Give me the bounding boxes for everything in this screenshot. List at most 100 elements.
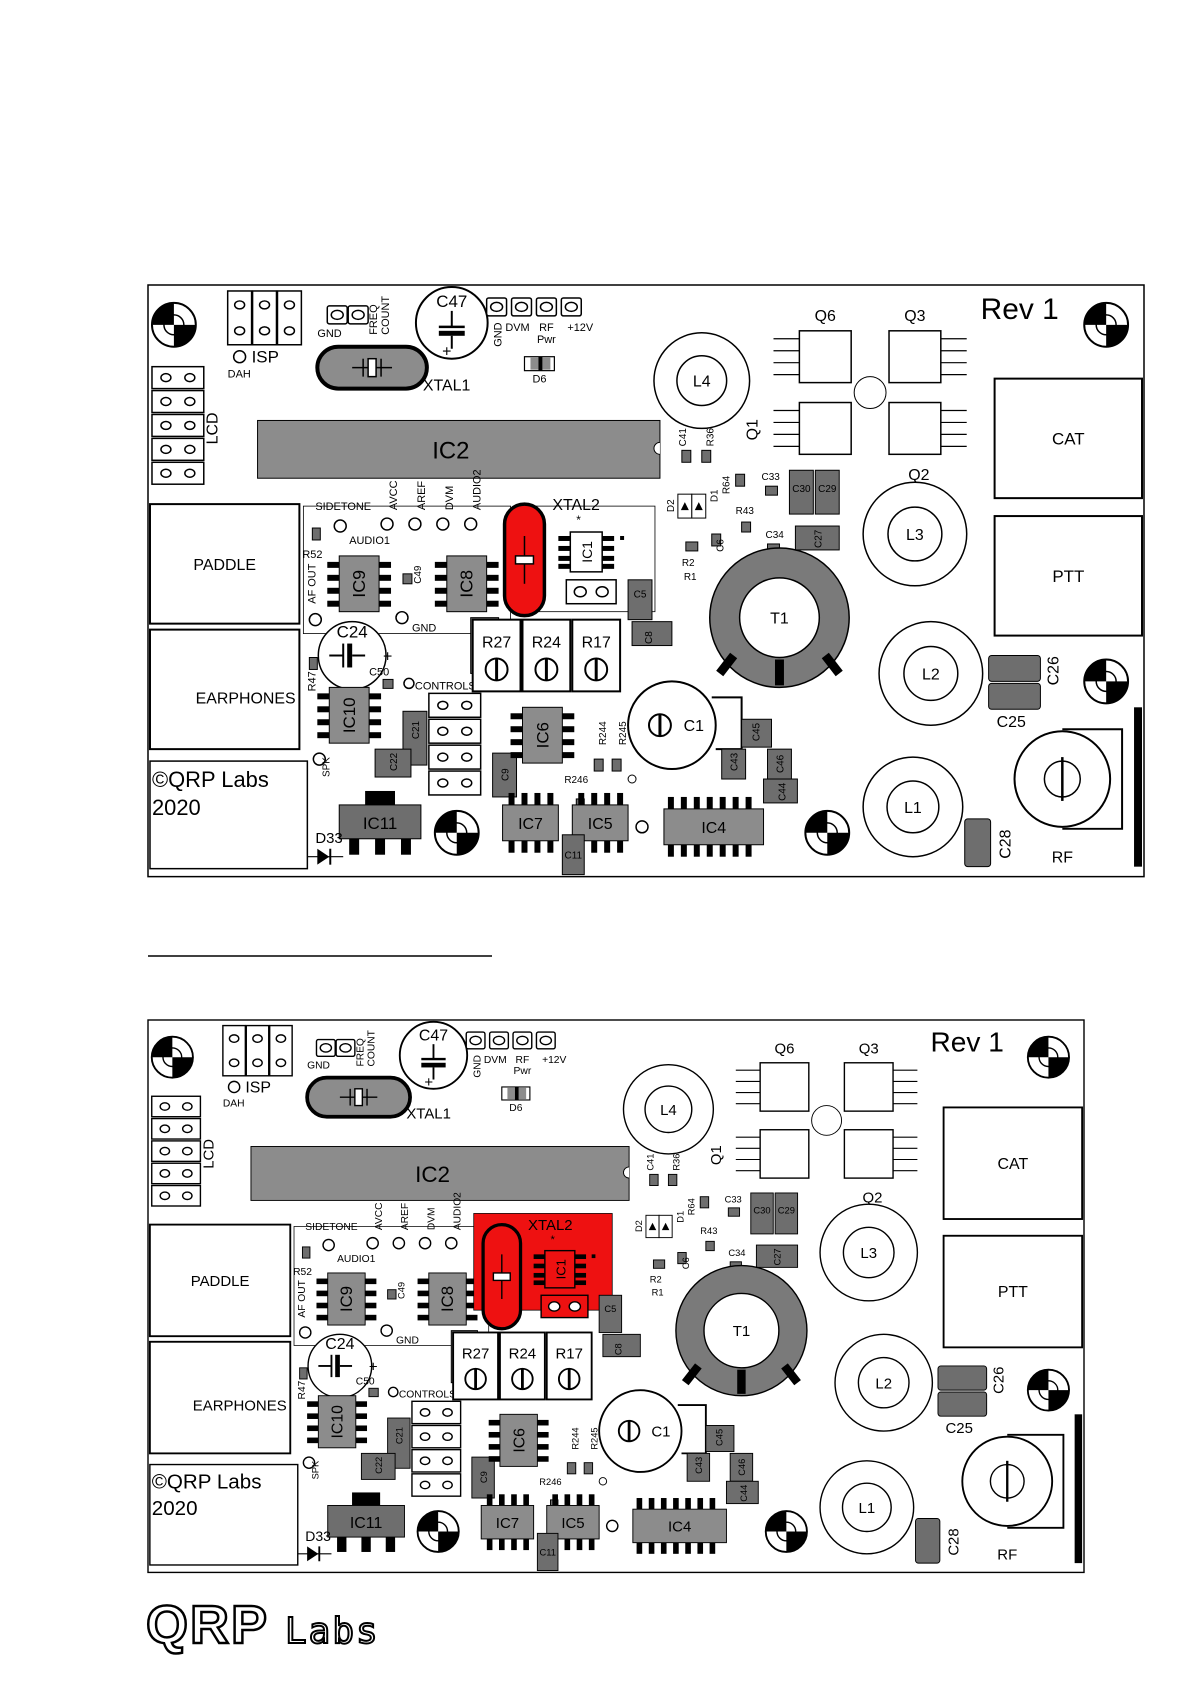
label-controls: CONTROLS [399,1390,456,1401]
label-ic2: IC2 [415,1162,450,1187]
c5-capacitor [598,1294,623,1333]
label-v12: +12V [542,1055,566,1066]
label-c5: C5 [604,1304,616,1314]
label-rf: RF [516,1055,530,1066]
label-audio2: AUDIO2 [453,1192,464,1230]
lcd-header-pin [151,1184,202,1207]
label-xtal1: XTAL1 [423,378,471,395]
label-af-out: AF OUT [297,1279,308,1317]
c9-capacitor [492,752,518,798]
logo-brand: QRP [146,1595,269,1655]
label-ic8: IC8 [457,570,477,598]
mounting-hole [1026,1368,1070,1412]
label-r36: R36 [672,1154,682,1171]
lcd-header-pin [151,1162,202,1185]
label-d2: D2 [634,1220,644,1232]
pad-power-0 [485,297,508,317]
label-c47: C47 [419,1028,448,1045]
c8-capacitor [631,621,673,647]
label-l4: L4 [660,1102,677,1119]
label-r52: R52 [302,549,322,561]
label-ic4: IC4 [668,1519,691,1536]
label-copyright: ©QRP Labs [152,767,269,792]
label-q1: Q1 [745,419,762,440]
mounting-hole [804,809,851,856]
label-d6: D6 [532,374,546,386]
label-count: COUNT [366,1029,377,1066]
ic2-chip [250,1146,630,1201]
transistor-2 [798,401,852,456]
test-point [408,517,422,531]
controls-header-pin [428,692,482,719]
label-avcc: AVCC [388,480,400,510]
label-r244: R244 [571,1427,581,1449]
label-c8: C8 [644,631,655,644]
controls-header-pin [428,718,482,744]
controls-header-pin [411,1400,462,1425]
controls-header-pin [428,744,482,770]
label-c34: C34 [728,1248,745,1258]
label-d2: D2 [666,499,677,512]
label-r43: R43 [736,506,755,517]
c11-capacitor [536,1532,559,1572]
label-r17: R17 [582,635,611,652]
transistor-3 [888,401,942,456]
label-gnd: GND [493,322,505,346]
test-point [436,517,450,531]
label-c46: C46 [737,1459,747,1476]
label-c50: C50 [356,1377,375,1388]
c8-capacitor [602,1333,641,1358]
label-v12: +12V [567,322,594,334]
label-audio2: AUDIO2 [472,469,484,510]
label-aref: AREF [400,1203,411,1230]
polarity-plus: + [369,1359,378,1376]
label-ptt: PTT [1052,567,1084,586]
transistor-2 [759,1129,810,1179]
label-count: COUNT [380,296,392,335]
label-ic10: IC10 [340,697,359,733]
transistor-3 [843,1129,894,1179]
c22-capacitor [374,748,412,778]
label-ic9: IC9 [349,570,369,598]
label-l1: L1 [859,1500,876,1517]
label-d1: D1 [710,489,721,502]
label-c43: C43 [730,752,741,771]
label-c33: C33 [762,472,781,483]
label-r2: R2 [682,558,695,569]
label-ic4: IC4 [701,820,726,837]
label-r244: R244 [598,721,609,745]
mounting-hole [1083,658,1130,705]
ptt-jack [942,1234,1084,1349]
pad-power-1 [488,1031,510,1050]
label-dvm: DVM [505,322,529,334]
label-af-out: AF OUT [306,563,318,603]
label-rf: RF [1052,850,1073,867]
ic11-regulator [338,804,422,840]
label-r17: R17 [555,1346,582,1363]
label-sidetone: SIDETONE [315,501,371,513]
test-point [392,1236,406,1250]
label-q6: Q6 [775,1041,795,1058]
ic11-regulator [327,1504,405,1538]
label-c11: C11 [565,851,583,862]
label-c29: C29 [778,1205,795,1215]
label-spk: SPK [321,757,332,777]
label-c24: C24 [337,623,368,642]
label-pwr: Pwr [514,1066,532,1077]
label-ic6: IC6 [511,1428,528,1453]
pin1-mark: * [576,513,581,527]
label-r245: R245 [589,1427,599,1449]
paddle-jack [148,1223,292,1338]
isp-header-pin [251,290,278,346]
label-rev: Rev 1 [930,1027,1003,1058]
controls-header-pin [428,770,482,796]
label-gnd: GND [472,1055,483,1078]
label-lcd: LCD [200,1139,217,1169]
mounting-hole [416,1510,460,1553]
label-c27: C27 [813,529,824,548]
label-ic5: IC5 [561,1515,584,1532]
label-c21: C21 [395,1427,405,1444]
label-rf: RF [997,1546,1017,1563]
isp-header-pin [276,290,303,346]
